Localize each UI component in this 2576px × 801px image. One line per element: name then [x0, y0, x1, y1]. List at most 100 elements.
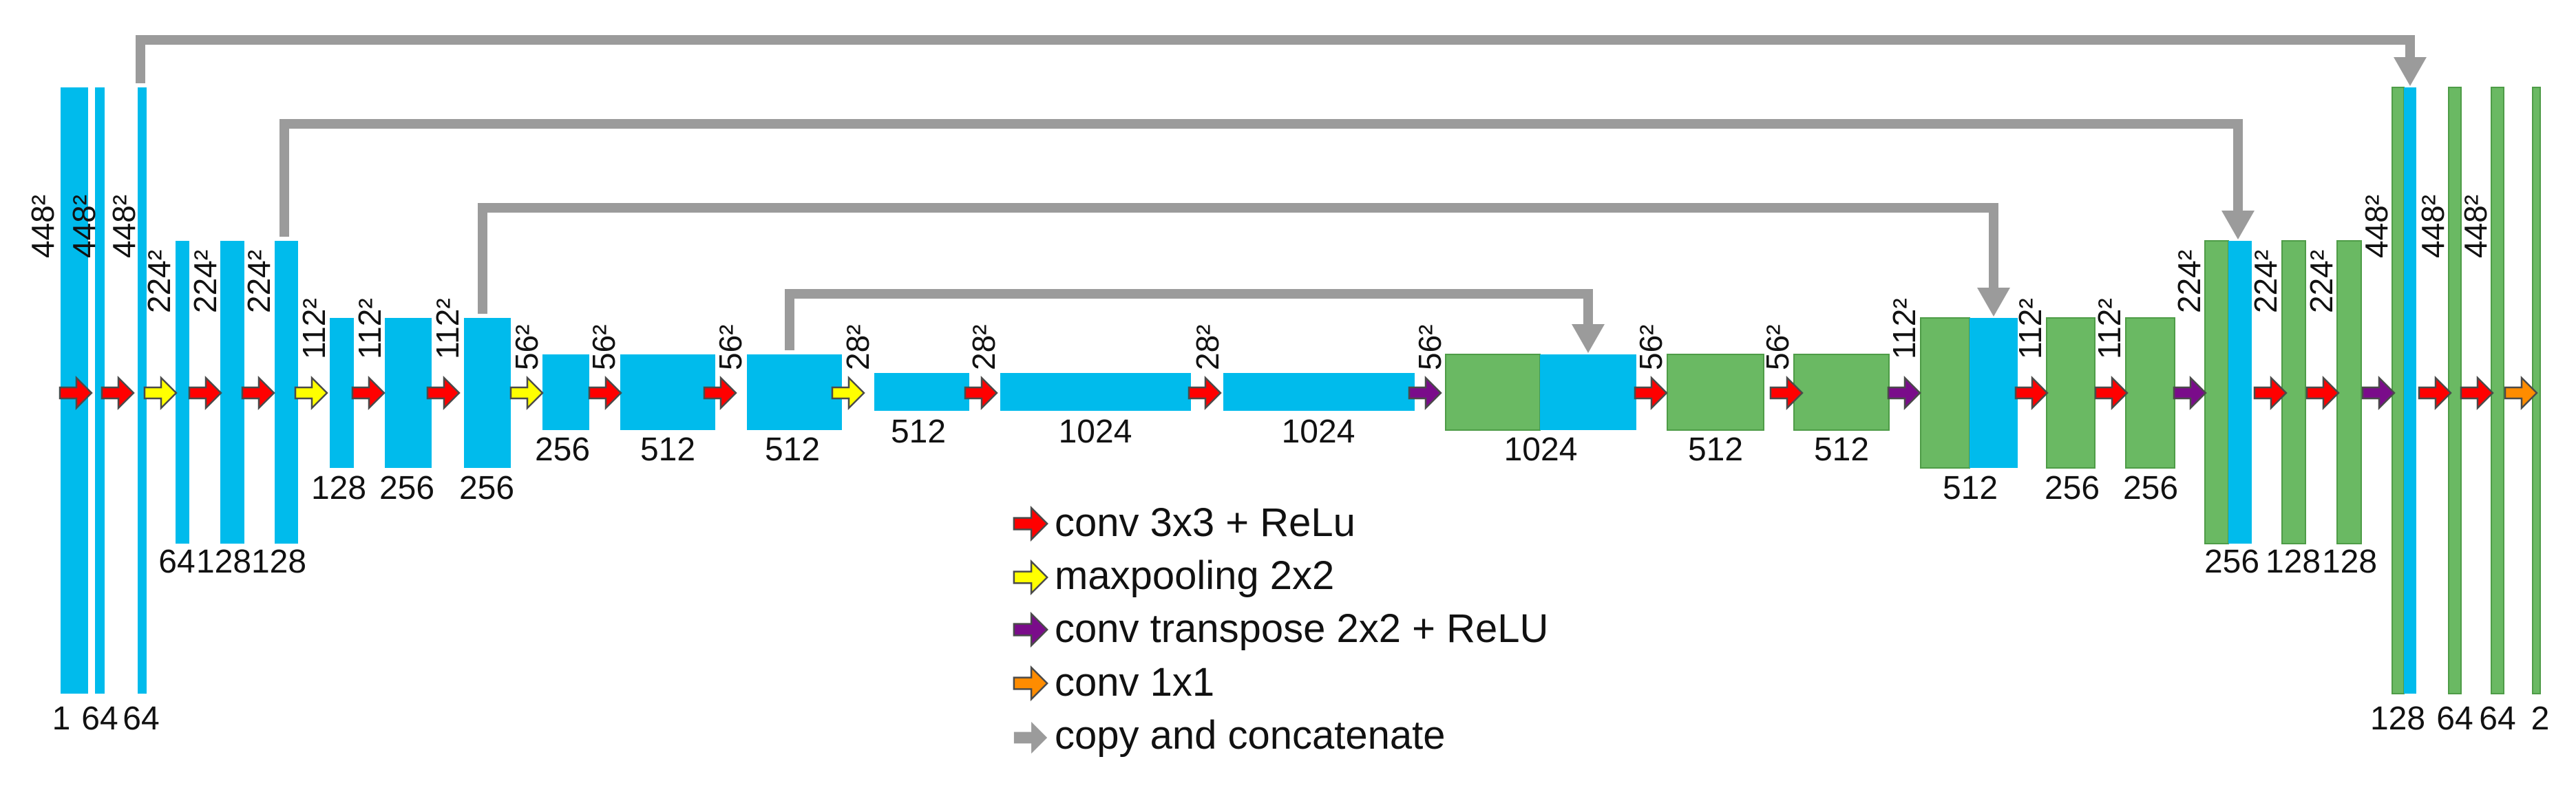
spatial-dimension-label: 448²	[2415, 195, 2451, 258]
maxpool-arrow-icon	[1013, 559, 1048, 596]
encoder-feature-map	[2228, 241, 2252, 544]
channel-count-label: 512	[1943, 470, 1998, 506]
channel-count-label: 128	[251, 544, 306, 580]
conv1x1-arrow	[2504, 375, 2538, 411]
spatial-dimension-label: 28²	[840, 325, 876, 370]
spatial-dimension-label: 224²	[2248, 250, 2283, 313]
maxpool-arrow	[143, 375, 178, 411]
spatial-dimension-label: 56²	[1412, 325, 1448, 370]
legend-entry-conv-transpose: conv transpose 2x2 + ReLU	[1013, 606, 1548, 651]
decoder-feature-map	[2046, 317, 2095, 469]
spatial-dimension-label: 56²	[509, 325, 545, 370]
channel-count-label: 128	[196, 544, 251, 580]
conv3x3-arrow	[351, 375, 386, 411]
skip-connection-arrow	[279, 119, 2255, 239]
channel-count-label: 256	[379, 470, 434, 506]
channel-count-label: 256	[2045, 470, 2100, 506]
spatial-dimension-label: 112²	[296, 298, 332, 359]
conv3x3-arrow	[2418, 375, 2452, 411]
spatial-dimension-label: 56²	[712, 325, 748, 370]
channel-count-label: 64	[2479, 701, 2515, 737]
legend-label: conv 3x3 + ReLu	[1055, 500, 1355, 545]
conv3x3-arrow	[426, 375, 461, 411]
conv-transpose-arrow	[1887, 375, 1921, 411]
spatial-dimension-label: 112²	[1886, 298, 1922, 359]
channel-count-label: 256	[459, 470, 514, 506]
decoder-feature-map	[2204, 240, 2229, 544]
encoder-feature-map	[220, 241, 244, 544]
channel-count-label: 256	[535, 431, 590, 468]
spatial-dimension-label: 448²	[2458, 195, 2493, 258]
conv3x3-arrow	[703, 375, 737, 411]
operation-arrows	[59, 375, 2538, 411]
skip-connections	[136, 35, 2427, 353]
legend-entry-maxpool: maxpooling 2x2	[1013, 553, 1334, 598]
encoder-feature-map	[385, 318, 432, 468]
conv3x3-arrow	[2305, 375, 2340, 411]
copy-arrow-icon	[1013, 721, 1048, 754]
channel-count-label: 512	[765, 431, 820, 468]
channel-count-label: 64	[81, 701, 118, 737]
feature-map-blocks	[61, 87, 2541, 694]
legend-label: maxpooling 2x2	[1055, 553, 1334, 598]
encoder-feature-map	[176, 241, 189, 544]
spatial-dimension-label: 224²	[241, 250, 277, 313]
skip-connection-arrow	[478, 203, 2010, 317]
channel-count-label: 512	[640, 431, 695, 468]
conv-transpose-arrow	[2361, 375, 2396, 411]
decoder-feature-map	[1793, 354, 1890, 431]
decoder-feature-map	[1667, 354, 1764, 431]
spatial-dimension-label: 112²	[2012, 298, 2048, 359]
conv3x3-arrow	[1769, 375, 1804, 411]
conv-transpose-arrow-icon	[1013, 611, 1048, 648]
spatial-dimension-label: 28²	[966, 325, 1002, 370]
channel-count-label: 2	[2531, 701, 2550, 737]
spatial-dimension-label: 448²	[106, 195, 142, 258]
legend-entry-conv1x1: conv 1x1	[1013, 660, 1214, 705]
encoder-feature-map	[2404, 87, 2416, 694]
spatial-dimension-label: 448²	[66, 195, 102, 258]
channel-count-label: 64	[158, 544, 195, 580]
encoder-feature-map	[464, 318, 511, 468]
decoder-feature-map	[2491, 87, 2504, 694]
channel-count-label: 64	[2436, 701, 2473, 737]
channel-count-label: 512	[1688, 431, 1743, 468]
decoder-feature-map	[1445, 354, 1541, 431]
conv3x3-arrow	[241, 375, 275, 411]
encoder-feature-map	[138, 87, 147, 694]
channel-count-label: 1024	[1504, 431, 1578, 468]
spatial-dimension-label: 448²	[2358, 195, 2394, 258]
channel-count-label: 512	[891, 414, 946, 450]
channel-count-label: 128	[2370, 701, 2425, 737]
encoder-feature-map	[1000, 373, 1191, 411]
spatial-dimension-label: 112²	[430, 298, 465, 359]
maxpool-arrow	[294, 375, 328, 411]
conv3x3-arrow	[2094, 375, 2129, 411]
legend-entry-conv3x3: conv 3x3 + ReLu	[1013, 500, 1355, 545]
channel-count-label: 512	[1814, 431, 1869, 468]
encoder-feature-map	[874, 373, 969, 411]
encoder-feature-map	[1970, 318, 2018, 468]
legend-label: conv 1x1	[1055, 660, 1214, 705]
conv3x3-arrow	[59, 375, 93, 411]
legend-entry-copy: copy and concatenate	[1013, 713, 1446, 758]
spatial-dimension-label: 28²	[1190, 325, 1225, 370]
skip-connection-arrow	[136, 35, 2427, 86]
conv3x3-arrow	[1634, 375, 1668, 411]
encoder-feature-map	[95, 87, 105, 694]
spatial-dimension-label: 448²	[25, 195, 61, 258]
channel-count-label: 64	[123, 701, 159, 737]
decoder-feature-map	[1920, 317, 1970, 469]
channel-count-label: 1	[52, 701, 71, 737]
spatial-dimension-label: 224²	[2171, 250, 2207, 313]
spatial-dimension-label: 224²	[141, 250, 177, 313]
channel-count-label: 256	[2204, 544, 2259, 580]
legend: conv 3x3 + ReLu maxpooling 2x2 conv tran…	[1013, 500, 1548, 758]
spatial-dimension-label: 56²	[586, 325, 622, 370]
skip-connection-arrow	[785, 289, 1605, 353]
channel-count-label: 256	[2123, 470, 2178, 506]
conv3x3-arrow	[101, 375, 135, 411]
